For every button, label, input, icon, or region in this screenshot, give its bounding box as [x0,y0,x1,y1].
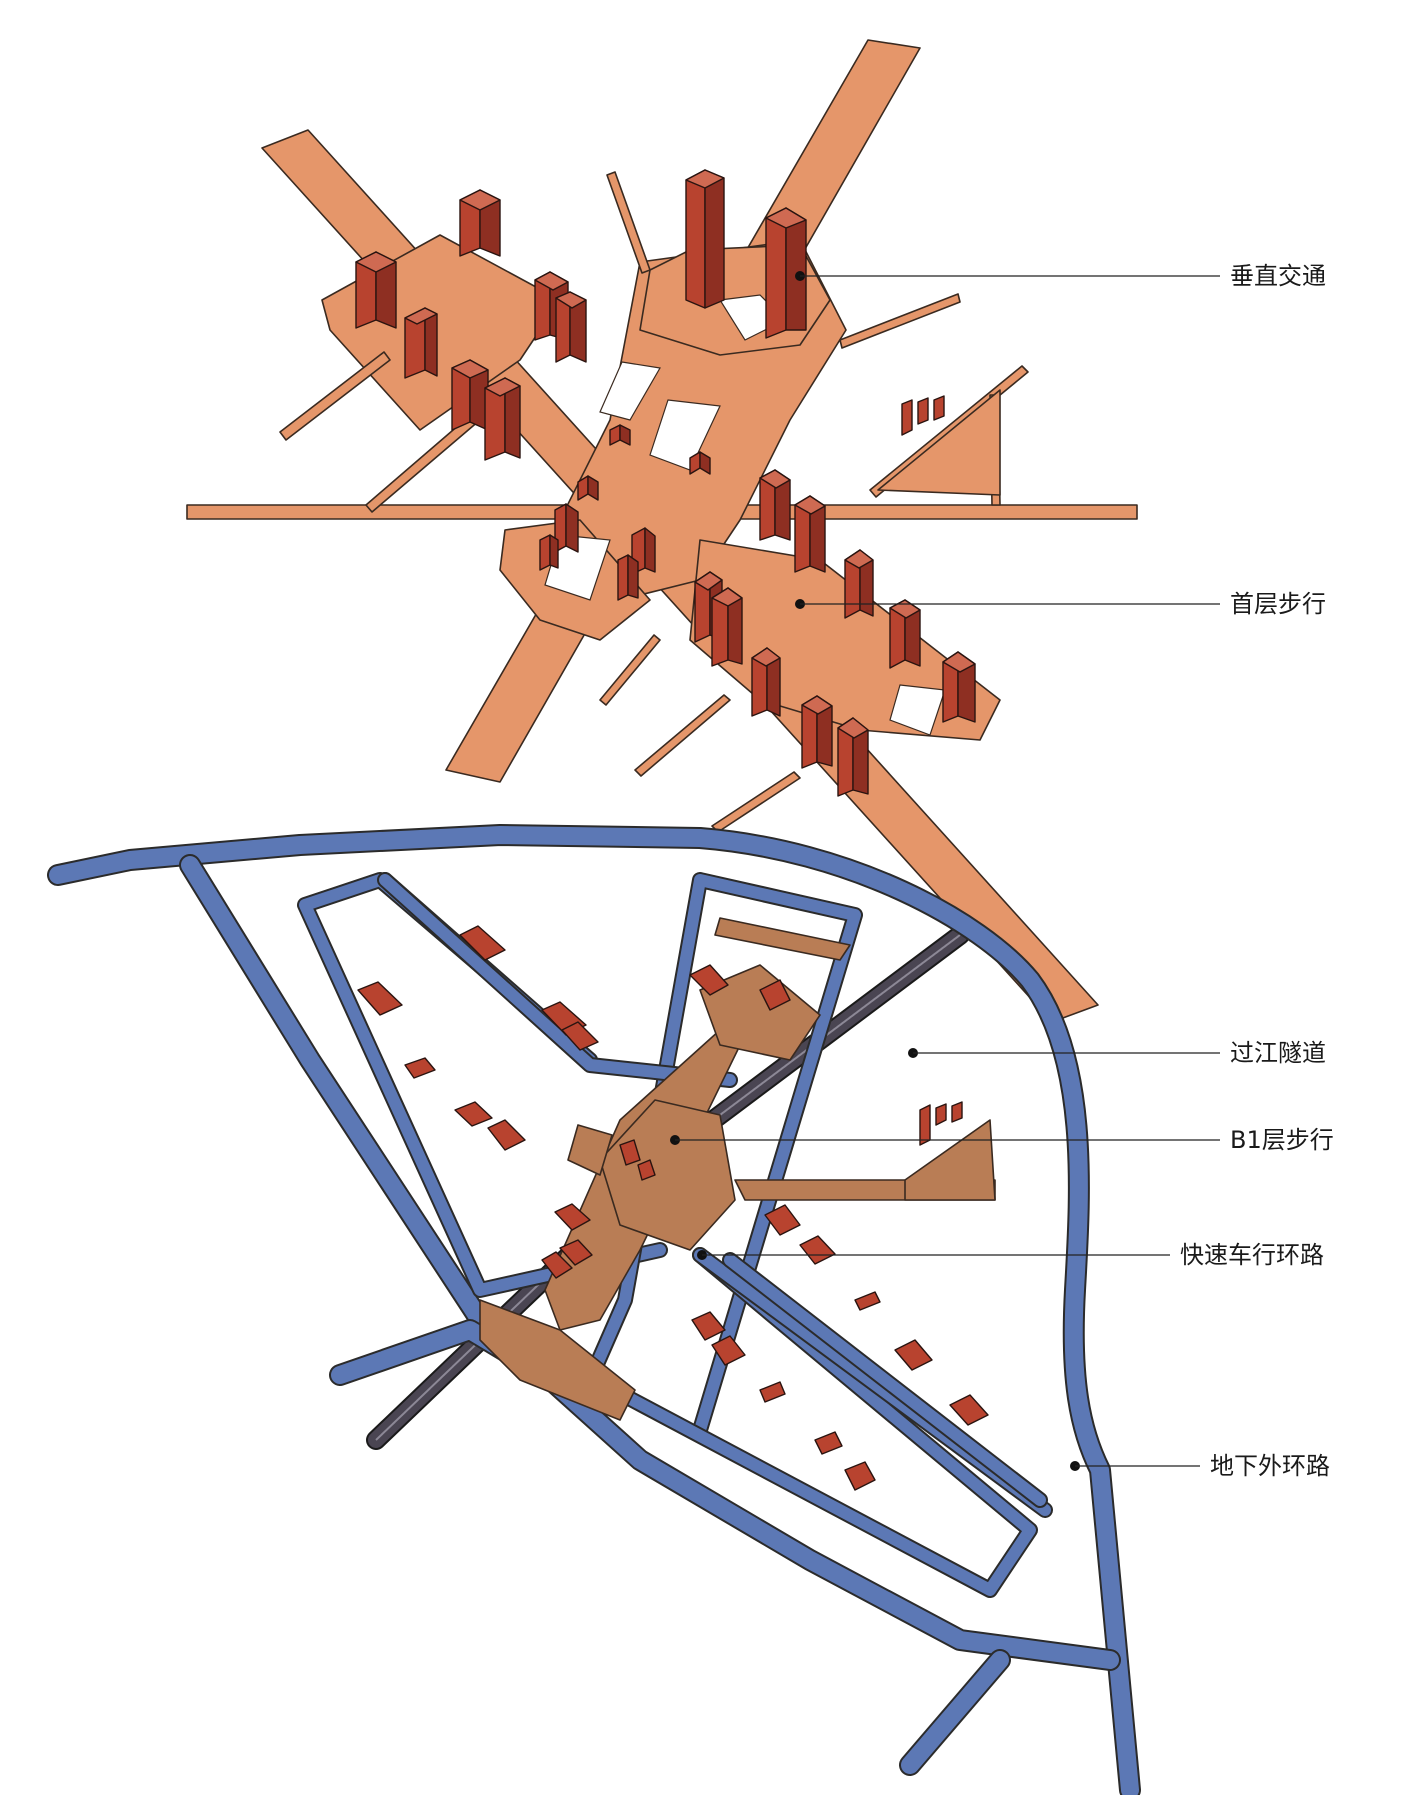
callout-express-ring: 快速车行环路 [697,1241,1324,1269]
tower-e [484,377,521,461]
connector-sw-2 [634,694,731,777]
tower-n [942,651,976,723]
connector-sw-1 [599,634,661,706]
tower-o [751,647,781,717]
b1-north-hub [699,964,821,1061]
tower-p [801,695,833,769]
tower-i [794,495,826,573]
label-river-tunnel: 过江隧道 [1230,1039,1326,1067]
label-ground-walk: 首层步行 [1230,590,1326,618]
connector-nw-1 [279,351,391,441]
tall-tower-east [765,207,807,339]
b1-south-platform [479,1299,636,1421]
courtyard-voids [544,294,946,736]
tower-q [837,717,869,797]
underground-layer [47,824,1141,1795]
ground-floor-pedestrian-layer [186,39,1138,1023]
connector-sw-3 [711,771,801,833]
pavilion-cluster [539,395,945,601]
tower-d [451,359,489,431]
tower-c [404,307,438,379]
label-underground-ring: 地下外环路 [1210,1452,1330,1480]
b1-east-terrace [904,1119,996,1201]
connector-paths [279,171,1029,833]
tower-l [711,587,743,667]
connector-ne [839,293,961,349]
b1-pedestrian-layer [479,917,996,1421]
tall-tower-west [685,169,725,309]
label-b1-walk: B1层步行 [1230,1126,1334,1154]
tower-j [844,549,874,619]
tower-a [459,189,501,257]
b1-buildings [357,925,989,1491]
tower-h [759,469,791,541]
callout-b1-walk: B1层步行 [670,1126,1334,1154]
callout-ground-walk: 首层步行 [795,590,1326,618]
callout-underground-ring: 地下外环路 [1070,1452,1330,1480]
b1-north-strip [714,917,851,961]
callout-vertical-transport: 垂直交通 [795,262,1326,290]
callout-river-tunnel: 过江隧道 [908,1039,1326,1067]
label-express-ring: 快速车行环路 [1180,1241,1324,1269]
tower-m [889,599,921,669]
tower-b [355,251,397,329]
ground-towers [355,169,976,797]
connector-n [606,171,651,274]
label-vertical-transport: 垂直交通 [1230,262,1326,290]
tower-g [555,291,587,363]
b1-west-wing [567,1124,613,1176]
connector-e-triangle [877,389,1001,496]
